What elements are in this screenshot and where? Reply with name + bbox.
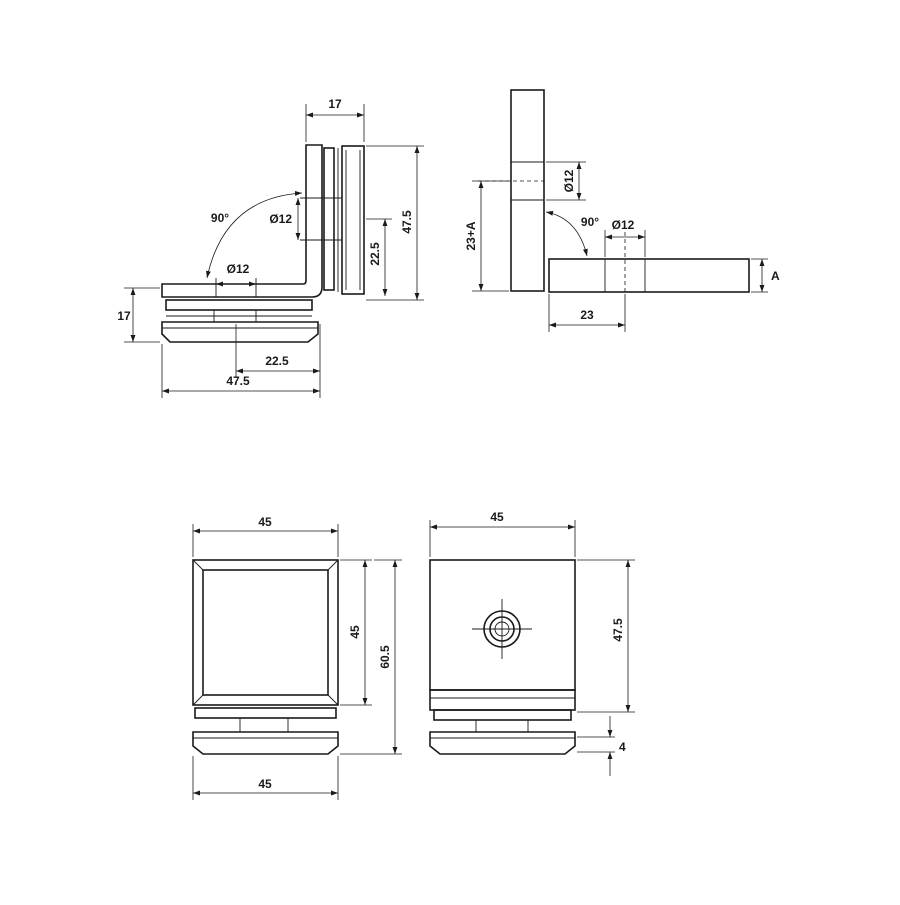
unfolded-horizontal-bar — [548, 258, 750, 293]
back-dim-height: 47.5 — [611, 618, 625, 642]
front-outer-frame — [192, 559, 339, 706]
front-dim-total-height: 60.5 — [378, 645, 392, 669]
side-outer-plate — [341, 145, 365, 295]
front-dim-inner-height: 45 — [348, 625, 362, 639]
front-bottom-cap — [192, 731, 339, 755]
front-view: 45 45 60.5 45 — [192, 515, 402, 800]
side-dim-inner-height: 22.5 — [368, 242, 382, 266]
unfolded-view: 23+A Ø12 90° Ø12 23 A — [464, 89, 780, 332]
side-dim-width: 47.5 — [226, 374, 250, 388]
back-body — [429, 559, 576, 691]
side-dim-hole-horizontal: Ø12 — [227, 262, 250, 276]
back-view: 45 47.5 4 — [429, 510, 635, 776]
side-view: 17 47.5 22.5 Ø12 90° Ø12 17 22.5 47.5 — [117, 97, 424, 398]
side-dim-hole-vertical: Ø12 — [269, 212, 292, 226]
unfolded-dim-base: 23 — [580, 308, 594, 322]
side-dim-height: 47.5 — [400, 210, 414, 234]
side-inner-plate — [323, 147, 335, 291]
side-bottom-cap — [161, 321, 319, 343]
front-dim-top-width: 45 — [258, 515, 272, 529]
side-dim-top-width: 17 — [328, 97, 342, 111]
unfolded-dim-height: 23+A — [464, 221, 478, 250]
side-dim-angle: 90° — [211, 211, 229, 225]
front-dim-bottom-width: 45 — [258, 777, 272, 791]
back-bottom-cap — [429, 731, 576, 755]
front-inner-frame — [202, 569, 329, 696]
unfolded-dim-angle: 90° — [581, 215, 599, 229]
screw-hole-icon — [472, 599, 532, 659]
unfolded-vertical-bar — [510, 89, 545, 292]
unfolded-dim-hole-horizontal: Ø12 — [612, 218, 635, 232]
side-lower-plate — [165, 299, 313, 311]
side-l-body — [161, 144, 323, 298]
back-dim-gap: 4 — [619, 740, 626, 754]
side-dim-inner-width: 22.5 — [265, 354, 289, 368]
side-dim-left-thickness: 17 — [117, 309, 131, 323]
unfolded-dim-hole-vertical: Ø12 — [562, 169, 576, 192]
back-dim-top-width: 45 — [490, 510, 504, 524]
unfolded-dim-thickness: A — [771, 269, 780, 283]
